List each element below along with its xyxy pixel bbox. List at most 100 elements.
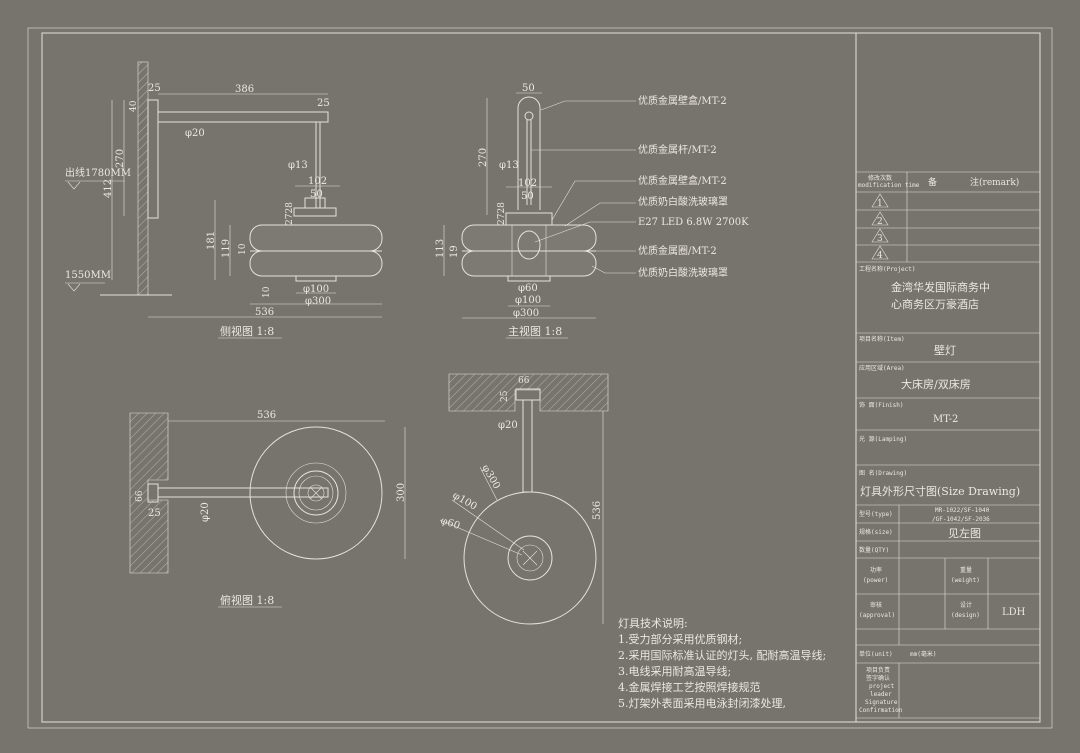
drawing-label: 66 (135, 490, 145, 502)
drawing-label: 50 (310, 189, 323, 200)
drawing-label: 优质金属杆/MT-2 (638, 143, 717, 156)
drawing-label: 审核 (870, 601, 882, 609)
drawing-label: 备 (928, 176, 937, 188)
drawing-label: 心商务区万豪酒店 (891, 297, 979, 311)
technical-notes: 灯具技术说明: 1.受力部分采用优质钢材; 2.采用国际标准认证的灯头, 配耐高… (618, 616, 826, 710)
shade-lower (461, 250, 597, 277)
drawing-label: MR-1022/SF-1040 (935, 507, 990, 514)
drawing-label: 2728 (497, 202, 507, 225)
drawing-label: 102 (308, 176, 327, 187)
wall-hatch (137, 61, 149, 296)
drawing-label: φ60 (439, 515, 461, 532)
drawing-label: 1550MM (65, 270, 111, 281)
drawing-label: 灯具外形尺寸图(Size Drawing) (860, 484, 1020, 498)
front-view: 50 270 φ13 102 50 2728 113 19 φ60 φ100 φ… (435, 83, 749, 339)
drawing-label: (design) (951, 612, 980, 619)
drawing-label: 项目负责 (866, 666, 890, 674)
drawing-label: φ300 (513, 308, 539, 319)
wall-box (517, 96, 541, 210)
drawing-label: 型号(type) (859, 510, 893, 518)
drawing-label: (weight) (951, 577, 980, 584)
drawing-label: 见左图 (948, 527, 981, 540)
drawing-label: 设计 (960, 601, 972, 609)
drawing-label: 壁灯 (934, 343, 956, 357)
drawing-label: 1 (877, 199, 883, 209)
drawing-label: project (869, 683, 895, 690)
drawing-label: 25 (148, 508, 161, 519)
drawing-label: 25 (317, 98, 330, 109)
drawing-label: 灯具技术说明: (618, 616, 688, 630)
drawing-label: 4 (877, 251, 883, 261)
drawing-label: Signature (865, 699, 898, 706)
drawing-label: 2728 (285, 202, 295, 225)
drawing-label: LDH (1002, 607, 1026, 618)
drawing-label: φ300 (305, 296, 331, 307)
drawing-label: 412 (103, 179, 114, 198)
drawing-label: 注(remark) (970, 176, 1019, 188)
canopy (505, 212, 553, 226)
drawing-label: 40 (129, 100, 139, 112)
drawing-label: 5.灯架外表面采用电泳封闭漆处理, (618, 696, 786, 710)
drawing-label: 181 (206, 231, 217, 250)
shade-disc (463, 491, 597, 625)
drawing-label: 113 (435, 239, 446, 258)
drawing-label: 饰 面(Finish) (859, 401, 904, 409)
drawing-label: 数量(QTY) (859, 546, 889, 554)
drawing-label: 金湾华发国际商务中 (891, 280, 990, 294)
drawing-label: φ100 (303, 284, 329, 295)
drawing-label: 386 (235, 84, 254, 95)
drawing-label: 单位(unit) (859, 650, 893, 658)
drawing-label: 2.采用国际标准认证的灯头, 配耐高温导线; (618, 648, 826, 662)
drawing-label: 10 (262, 286, 272, 298)
drawing-label: φ300 (479, 463, 502, 491)
drawing-label: 优质奶白酸洗玻璃罩 (638, 266, 728, 279)
drawing-label: 270 (478, 148, 489, 167)
drawing-label: 4.金属焊接工艺按照焊接规范 (618, 680, 761, 694)
drawing-label: 优质金属圈/MT-2 (638, 244, 717, 257)
drawing-label: 优质金属壁盒/MT-2 (638, 174, 727, 187)
arm (157, 111, 329, 123)
top-view: 536 300 66 25 φ20 俯视图 1:8 (129, 410, 407, 608)
drawing-label: 300 (396, 483, 407, 502)
revision-triangles: 1 2 3 4 (871, 193, 889, 261)
drawing-label: modification time (858, 182, 920, 189)
front-view-title: 主视图 1:8 (508, 324, 562, 338)
drawing-label: 优质金属壁盒/MT-2 (638, 94, 727, 107)
shade-upper (461, 224, 597, 252)
drawing-label: 3.电线采用耐高温导线; (618, 664, 731, 678)
shade-lower (249, 250, 383, 277)
drawing-label: φ20 (185, 128, 205, 139)
drawing-label: φ20 (498, 420, 518, 431)
bottom-view: 66 25 φ20 φ300 φ100 φ60 536 (439, 373, 609, 625)
drawing-label: /GF-1042/SF-2036 (932, 516, 990, 523)
drawing-label: 规格(size) (859, 528, 893, 536)
drawing-label: 102 (518, 178, 537, 189)
shade-upper (249, 224, 383, 252)
drawing-label: φ100 (515, 295, 541, 306)
drawing-label: leader (870, 691, 892, 698)
drawing-label: 25 (148, 83, 161, 94)
drawing-label: 25 (500, 390, 510, 402)
drawing-label: 修改次数 (868, 174, 892, 182)
drawing-label: 536 (255, 307, 274, 318)
drawing-label: (approval) (859, 612, 895, 619)
drawing-frame (41, 32, 1041, 723)
arm (157, 487, 329, 498)
bulb (517, 230, 541, 260)
drawing-label: 大床房/双床房 (901, 377, 971, 391)
drawing-label: 1.受力部分采用优质钢材; (618, 632, 742, 646)
wall-plate (147, 99, 159, 219)
drawing-label: 19 (449, 245, 460, 258)
drawing-label: 应用区域(Area) (859, 364, 905, 372)
drawing-label: E27 LED 6.8W 2700K (638, 217, 749, 228)
drawing-label: mm(毫米) (910, 650, 936, 658)
drawing-label: 签字确认 (866, 674, 890, 682)
drawing-label: 重量 (960, 566, 972, 574)
drawing-label: 536 (257, 410, 276, 421)
side-view-title: 侧视图 1:8 (220, 324, 274, 338)
drawing-label: 2 (877, 217, 883, 227)
drawing-label: 工程名称(Project) (859, 265, 916, 273)
drawing-label: φ20 (200, 502, 211, 522)
shade-disc (249, 426, 383, 560)
